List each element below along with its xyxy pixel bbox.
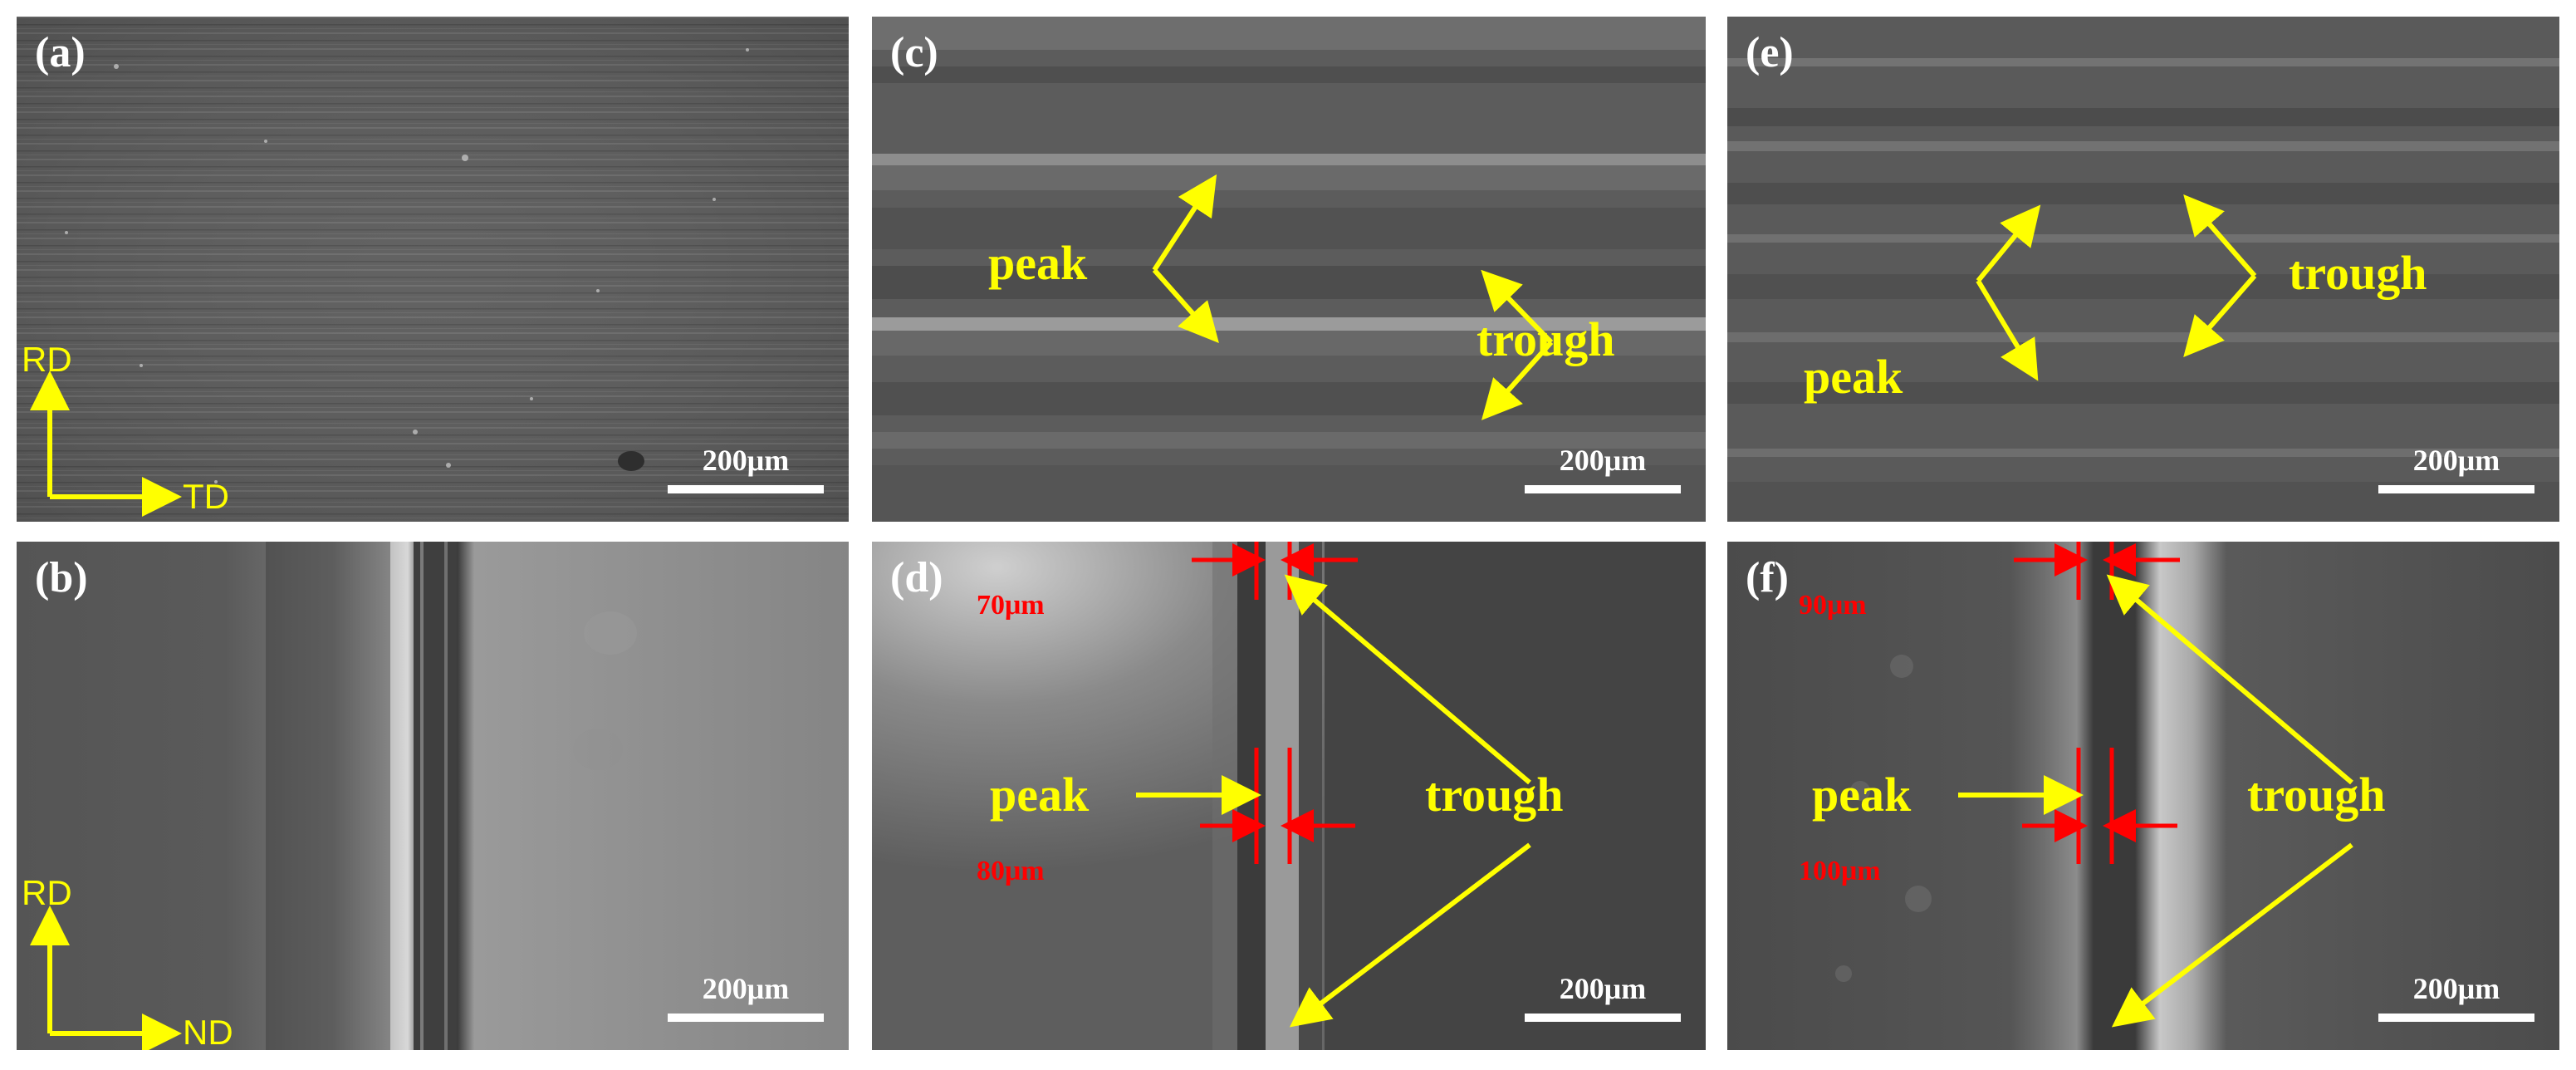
- axis-label-nd: ND: [183, 1013, 233, 1050]
- peak-label-c: peak: [988, 236, 1088, 290]
- measure-label-top-d: 70μm: [977, 590, 1045, 621]
- axis-label-rd-b: RD: [22, 873, 72, 912]
- trough-label-d: trough: [1425, 768, 1564, 822]
- panel-c: (c) peak trough 200μm: [872, 17, 1706, 522]
- peak-label-d: peak: [990, 768, 1090, 822]
- trough-label-f: trough: [2247, 768, 2386, 822]
- scale-bar-label-f: 200μm: [2412, 972, 2500, 1005]
- peak-label-e: peak: [1804, 350, 1903, 404]
- sem-image-surface-e: [1727, 17, 2559, 522]
- scale-bar-label-a: 200μm: [702, 444, 790, 477]
- annotation-arrows-c: [1152, 174, 1554, 420]
- panel-label-c: (c): [890, 29, 938, 76]
- panel-a: (a) RD TD 200μm: [17, 17, 849, 522]
- scale-bar-a: [668, 485, 824, 493]
- axis-arrows-a: [30, 371, 182, 517]
- sem-image-surface-c: [872, 17, 1706, 522]
- sem-image-cross-section-d: [872, 542, 1706, 1050]
- panel-label-d: (d): [890, 554, 943, 601]
- scale-bar-label-d: 200μm: [1559, 972, 1647, 1005]
- annotation-arrows-e: [1976, 194, 2257, 381]
- measure-label-bottom-f: 100μm: [1799, 856, 1881, 886]
- scale-bar-f: [2378, 1014, 2534, 1022]
- axis-label-td: TD: [183, 477, 229, 516]
- panel-label-a: (a): [35, 29, 86, 76]
- panel-d: (d) 70μm 80μm peak trough 200μm: [872, 542, 1706, 1050]
- measure-label-bottom-d: 80μm: [977, 856, 1045, 886]
- scale-bar-label-c: 200μm: [1559, 444, 1647, 477]
- panel-e: (e) peak trough 200μm: [1727, 17, 2559, 522]
- trough-label-e: trough: [2289, 246, 2427, 300]
- annotation-arrows-f: [1958, 542, 2353, 1028]
- panel-f: (f) 90μm 100μm peak trough 200μm: [1727, 542, 2559, 1050]
- trough-label-c: trough: [1477, 312, 1615, 366]
- axis-label-rd-a: RD: [22, 340, 72, 379]
- scale-bar-b: [668, 1014, 824, 1022]
- scale-bar-label-b: 200μm: [702, 972, 790, 1005]
- axis-arrows-b: [30, 906, 182, 1050]
- sem-image-cross-section-f: [1727, 542, 2559, 1050]
- scale-bar-e: [2378, 485, 2534, 493]
- sem-image-cross-section-b: [17, 542, 849, 1050]
- scale-bar-d: [1525, 1014, 1681, 1022]
- measure-label-top-f: 90μm: [1799, 590, 1867, 621]
- panel-b: (b) RD ND 200μm: [17, 542, 849, 1050]
- sem-image-surface-a: [17, 17, 849, 522]
- panel-label-e: (e): [1746, 29, 1794, 76]
- annotation-arrows-d: [1136, 542, 1531, 1028]
- panel-label-f: (f): [1746, 554, 1789, 601]
- peak-label-f: peak: [1812, 768, 1912, 822]
- scale-bar-c: [1525, 485, 1681, 493]
- scale-bar-label-e: 200μm: [2412, 444, 2500, 477]
- panel-label-b: (b): [35, 554, 88, 601]
